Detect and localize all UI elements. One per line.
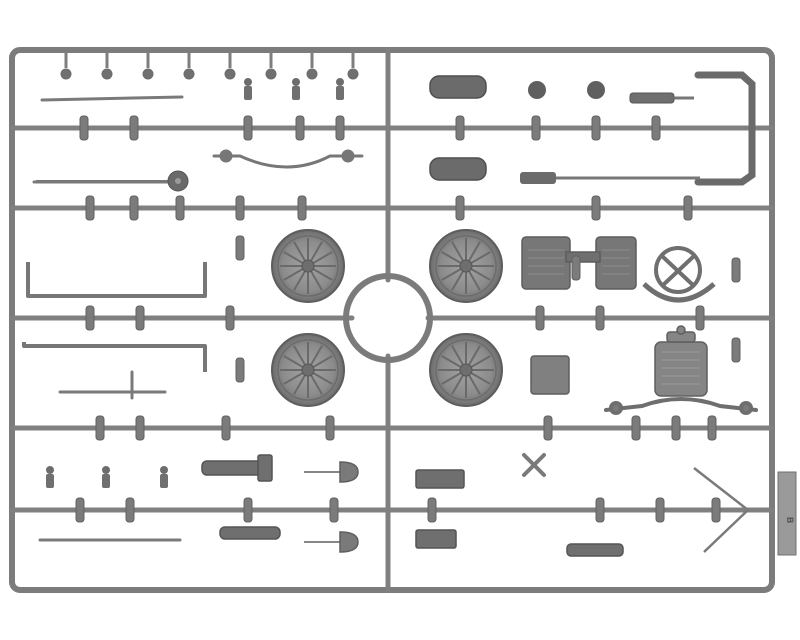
front-axle [604, 397, 758, 415]
tool-blocks [201, 454, 624, 557]
wheel [429, 333, 503, 407]
fuel-tanks [429, 75, 487, 181]
seat-panel-ribs [528, 249, 630, 275]
exhaust-pipes [694, 71, 756, 186]
horizontal-runners [9, 125, 775, 513]
wheel [429, 229, 503, 303]
wheel [271, 229, 345, 303]
cross-part [522, 453, 546, 477]
gate-stubs [46, 78, 741, 523]
spring-bar [212, 149, 364, 169]
lamps [528, 81, 605, 99]
angled-rods [693, 467, 750, 553]
steering-wheel [642, 246, 716, 303]
radiator-grille [662, 351, 700, 385]
radiator [654, 325, 708, 397]
center-ring [343, 273, 433, 363]
top-small-parts [60, 52, 359, 80]
horn [629, 92, 694, 104]
floor-panel [530, 355, 570, 395]
sprue-letter: B [784, 517, 794, 524]
steering-column [36, 170, 700, 192]
maker-tab: B [777, 471, 797, 556]
chassis-rails [22, 262, 207, 372]
wheels [271, 229, 503, 407]
shovels [304, 461, 359, 553]
wheel [271, 333, 345, 407]
